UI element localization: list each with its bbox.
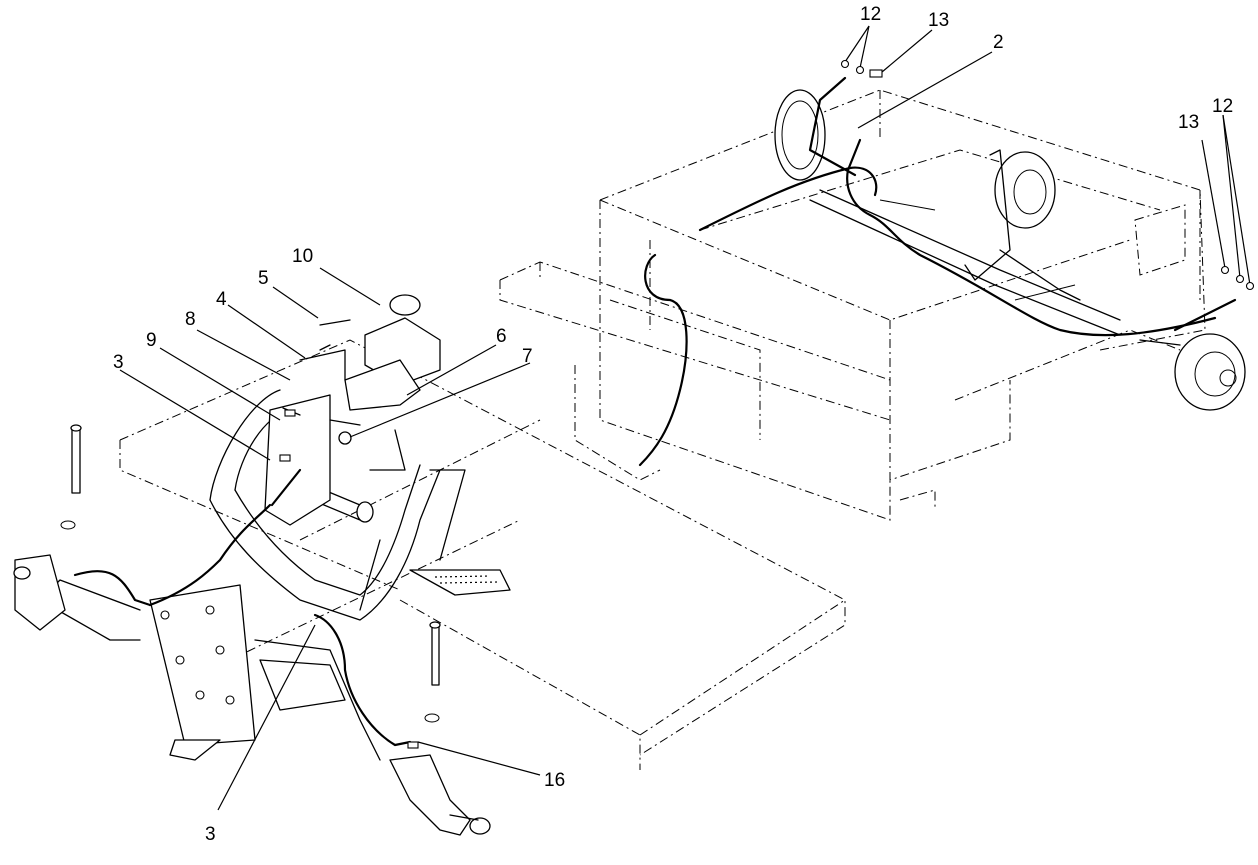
callout-12-top: 12 — [860, 4, 881, 25]
rear-axle-assembly — [774, 89, 1246, 411]
pedal-assembly — [264, 394, 511, 596]
callout-9: 9 — [146, 330, 157, 351]
chassis-plate-outline — [119, 339, 846, 770]
callout-6: 6 — [496, 326, 507, 347]
callout-3-lower: 3 — [205, 824, 216, 845]
master-cylinder — [282, 294, 441, 445]
small-fasteners — [279, 59, 1255, 749]
callout-16: 16 — [544, 770, 565, 791]
callout-10: 10 — [292, 246, 313, 267]
callout-7: 7 — [522, 346, 533, 367]
callout-13-right: 13 — [1178, 112, 1199, 133]
rear-cross-tube — [499, 261, 891, 481]
front-axle — [13, 554, 491, 836]
callout-5: 5 — [258, 268, 269, 289]
callout-2: 2 — [993, 32, 1004, 53]
callout-4: 4 — [216, 289, 227, 310]
front-brake-line — [73, 468, 412, 747]
callout-labels: 12 13 2 13 12 10 5 4 8 9 3 6 7 16 3 — [113, 4, 1233, 845]
leader-lines — [119, 25, 1251, 811]
callout-3-upper: 3 — [113, 352, 124, 373]
callout-8: 8 — [185, 309, 196, 330]
rear-brake-line — [638, 76, 1237, 467]
callout-13-top: 13 — [928, 10, 949, 31]
kingpin-bolts — [60, 424, 441, 723]
rear-frame-outline — [599, 89, 1206, 521]
front-frame-tube — [209, 389, 466, 621]
callout-12-right: 12 — [1212, 96, 1233, 117]
